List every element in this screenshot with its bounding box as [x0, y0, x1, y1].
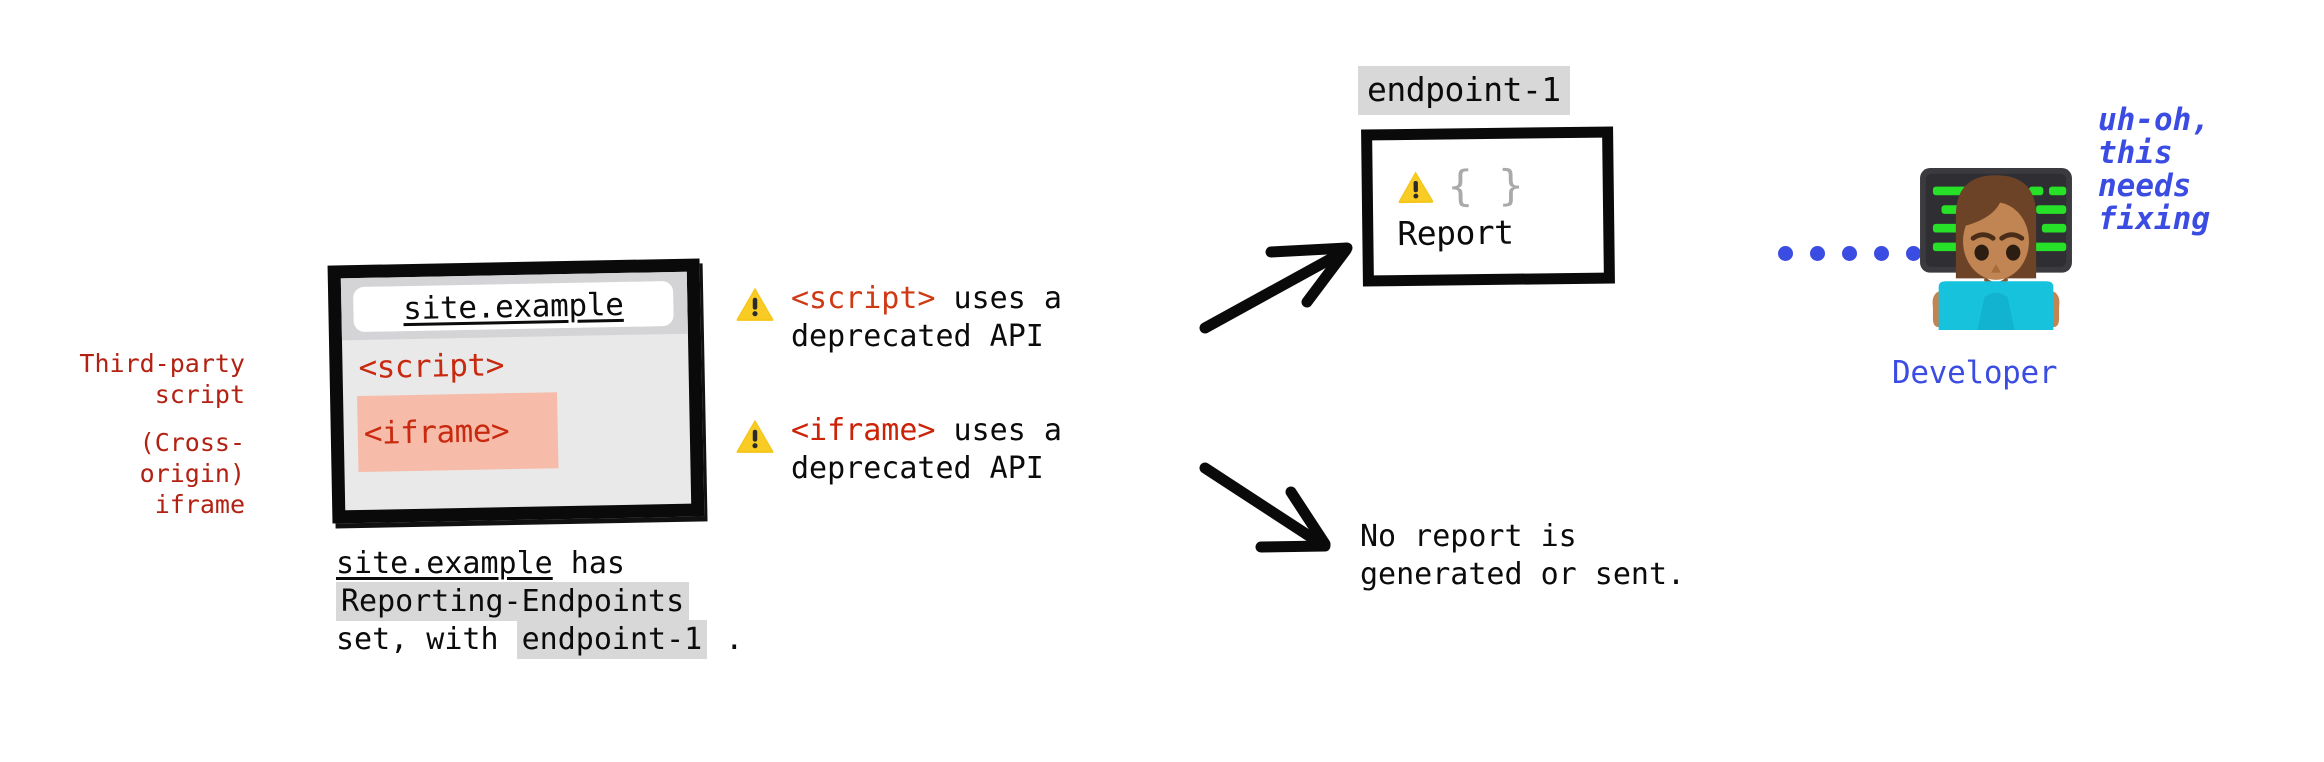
caption-period: .: [707, 622, 744, 657]
endpoint-1-chip: endpoint-1: [1358, 66, 1570, 115]
endpoint-1-chip-inline: endpoint-1: [516, 620, 708, 659]
label-third-party-script: Third-party script: [79, 349, 245, 409]
caption-set-with-text: set, with: [336, 622, 517, 657]
connector-dot: [1810, 246, 1825, 261]
developer-speech-text: uh-oh, this needs fixing: [2098, 102, 2210, 237]
caption-line-1: site.example has: [336, 545, 806, 583]
warning-iframe-tag: <iframe>: [791, 413, 936, 448]
warning-text-iframe: <iframe> uses a deprecated API: [791, 412, 1062, 488]
browser-window[interactable]: site.example <script> <iframe>: [327, 258, 705, 524]
browser-caption: site.example has Reporting-Endpoints set…: [336, 545, 806, 659]
script-tag-text: <script>: [358, 347, 505, 387]
warning-row-iframe: <iframe> uses a deprecated API: [735, 412, 1062, 488]
woman-technologist-icon: [1920, 168, 2072, 330]
report-label: Report: [1397, 212, 1514, 254]
reporting-endpoints-chip: Reporting-Endpoints: [336, 582, 690, 621]
label-cross-origin-iframe: (Cross-origin) iframe: [139, 428, 245, 519]
no-report-text: No report is generated or sent.: [1360, 519, 1686, 592]
arrow-to-report: [1199, 242, 1353, 334]
report-icon-row: { }: [1396, 160, 1524, 211]
warning-triangle-icon: [736, 419, 774, 453]
caption-has-text: has: [552, 546, 625, 581]
browser-chrome: site.example: [340, 271, 688, 341]
browser-frame: site.example <script> <iframe>: [327, 258, 705, 524]
warning-script-tag: <script>: [791, 281, 936, 316]
warning-row-script: <script> uses a deprecated API: [735, 280, 1062, 356]
caption-line-3: set, with endpoint-1 .: [336, 620, 806, 659]
endpoint-chip-wrap: endpoint-1: [1358, 66, 1570, 115]
developer-caption: Developer: [1892, 355, 2058, 391]
iframe-highlight-block: <iframe>: [357, 392, 559, 473]
warning-triangle-icon: [1398, 171, 1434, 204]
dotted-connector: [1778, 246, 1953, 261]
warning-iframe-rest: uses a deprecated API: [791, 413, 1062, 486]
json-braces-icon: { }: [1447, 160, 1524, 211]
caption-line-2: Reporting-Endpoints: [336, 582, 806, 621]
warning-triangle-icon: [736, 287, 774, 321]
connector-dot: [1874, 246, 1889, 261]
warning-text-script: <script> uses a deprecated API: [791, 280, 1062, 356]
connector-dot: [1906, 246, 1921, 261]
iframe-tag-text: <iframe>: [363, 413, 510, 452]
warning-script-rest: uses a deprecated API: [791, 281, 1062, 354]
url-text: site.example: [402, 286, 624, 327]
url-bar[interactable]: site.example: [352, 280, 674, 333]
arrow-to-no-report: [1199, 462, 1331, 553]
report-content: { } Report: [1396, 160, 1524, 254]
caption-site-name: site.example: [336, 546, 553, 581]
connector-dot: [1842, 246, 1857, 261]
report-box: { } Report: [1361, 126, 1615, 287]
connector-dot: [1778, 246, 1793, 261]
